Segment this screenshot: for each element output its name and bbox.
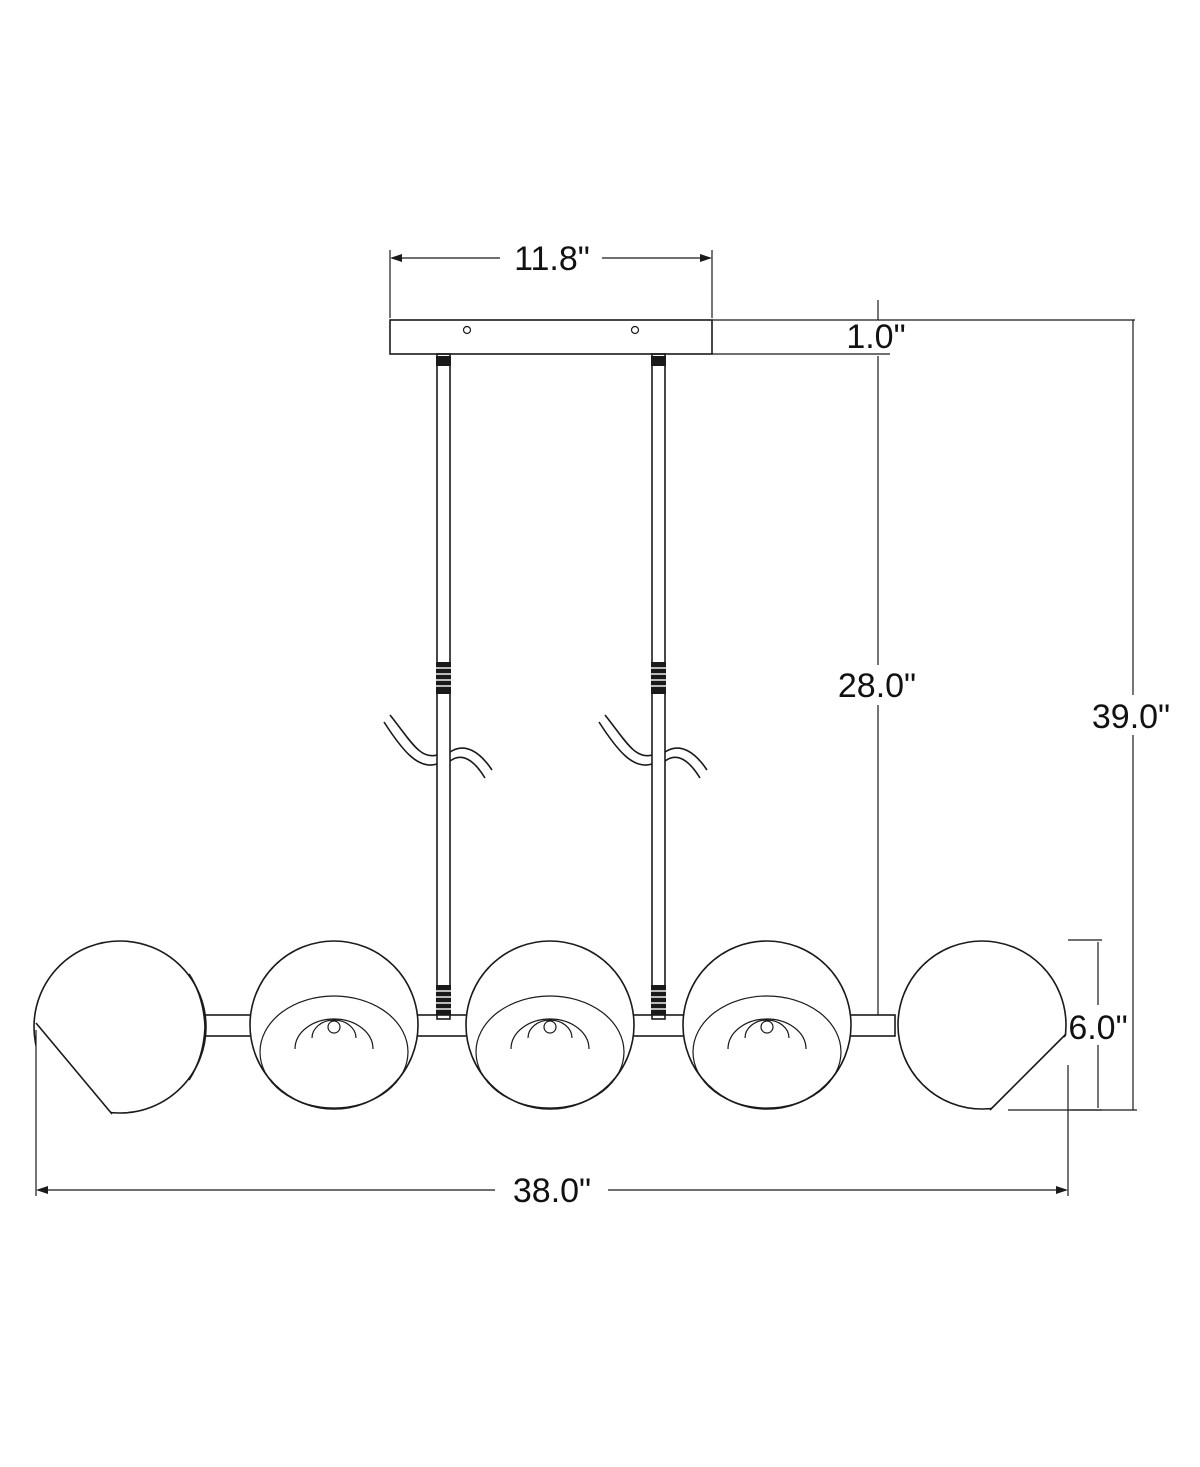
canopy-screw-left <box>462 325 472 335</box>
canopy-width-label: 11.8" <box>514 240 590 278</box>
globe-shade-center-left <box>249 940 419 1110</box>
shade-height-label: 6.0" <box>1068 1009 1127 1047</box>
dimension-canopy-height <box>712 300 1135 355</box>
overall-height-label: 39.0" <box>1092 698 1170 736</box>
dimension-canopy-width <box>389 250 713 318</box>
overall-width-label: 38.0" <box>513 1172 591 1210</box>
rod-drop-label: 28.0" <box>838 667 916 705</box>
power-cord-left <box>383 714 493 779</box>
globe-shade-center-right <box>682 940 852 1110</box>
suspension-rod-right <box>651 353 666 1020</box>
canopy-screw-right <box>630 325 640 335</box>
globe-shade-center <box>465 940 635 1110</box>
globe-shade-right-end <box>897 940 1072 1112</box>
globe-shade-left-end <box>33 940 207 1115</box>
dimension-overall-width <box>35 1030 1069 1196</box>
canopy-height-label: 1.0" <box>846 318 905 356</box>
canopy <box>389 319 713 355</box>
dimension-shade-height <box>1008 939 1102 1111</box>
power-cord-right <box>598 714 708 779</box>
suspension-rod-left <box>436 353 451 1020</box>
